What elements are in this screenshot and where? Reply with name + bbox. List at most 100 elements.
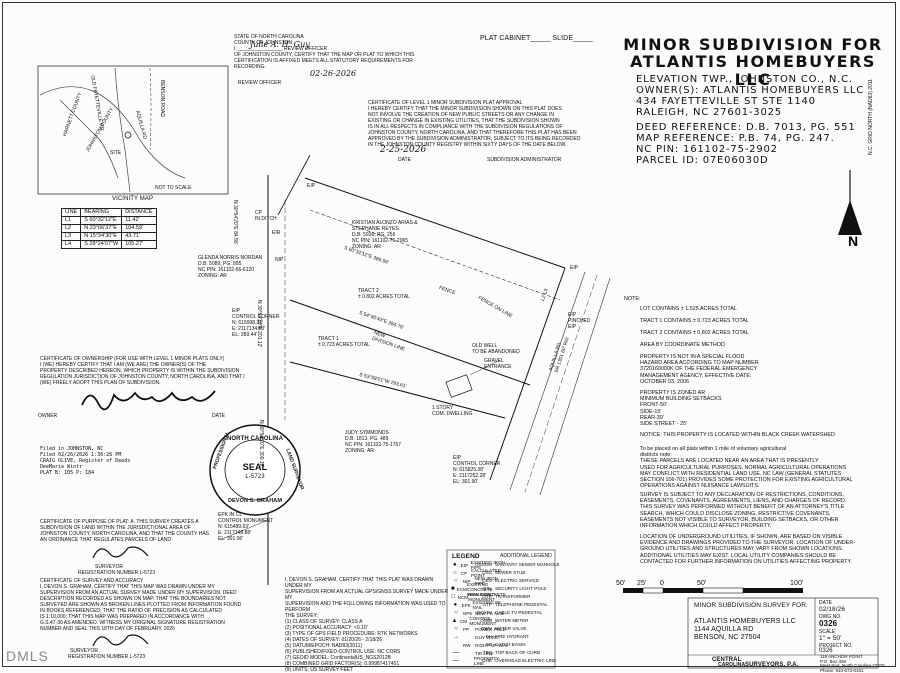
firm-name-line2: CAROLINA: [718, 662, 746, 668]
vicinity-map-frame: [37, 65, 229, 195]
plat-cabinet-label: PLAT CABINET_____ SLIDE_____: [480, 35, 594, 42]
seal-center-text: SEAL: [242, 462, 268, 472]
vicinity-road-name-5: BENSON ROAD: [159, 80, 165, 117]
note-zoning-setbacks: PROPERTY IS ZONED AR MINIMUM BUILDING SE…: [640, 390, 722, 428]
scale-bar: [623, 587, 803, 594]
tract2-label: TRACT 2 ± 0.802 ACRES TOTAL: [358, 288, 410, 300]
note-lot-area: LOT CONTAINS ± 1.525 ACRES TOTAL: [640, 306, 737, 312]
accuracy-cert-text: CERTIFICATE OF SURVEY AND ACCURACY I, DE…: [40, 578, 242, 632]
titleblock-date-label: DATE: [819, 600, 832, 606]
note-underground-utilities: LOCATION OF UNDERGROUND UTILITIES, IF SH…: [640, 534, 855, 565]
north-arrow: N: [838, 170, 862, 249]
accuracy-registration: REGISTRATION NUMBER L-5723: [68, 654, 146, 660]
surveyor-signature-1: [92, 546, 149, 559]
note-tract2-area: TRACT 2 CONTAINS ± 0.802 ACRES TOTAL: [640, 330, 749, 336]
control-corner-left: EIP CONTROL CORNER N: 615998.21' E: 2117…: [232, 308, 280, 338]
vicinity-county-line: [149, 67, 152, 151]
legend-item: —TIE LINE: [453, 649, 494, 656]
table-cell: N 23°06'37"E: [80, 224, 123, 233]
notes-label: NOTE:: [624, 296, 641, 302]
legend-item: →GUY WIRE: [453, 633, 499, 640]
dwelling-label: 1 STORY COM. DWELLING: [432, 405, 473, 417]
note-coordinate-method: AREA BY COORDINATE METHOD: [640, 342, 725, 348]
tie-line: [219, 519, 269, 541]
review-officer-label: REVIEW OFFICER: [238, 80, 282, 86]
gps-cert-text: I, DEVON S. GRAHAM, CERTIFY THAT THIS PL…: [285, 577, 449, 673]
titleblock-dwg-label: DWG NO.: [819, 614, 842, 620]
legend-item: —PROPERTY LINE: [452, 656, 500, 666]
table-cell: S 60°32'12"E: [80, 216, 123, 225]
new-division-line: [289, 299, 531, 386]
page-title-line1: MINOR SUBDIVISION FOR: [623, 35, 883, 54]
firm-name-line3: SURVEYORS, P.A.: [745, 662, 799, 668]
owner-signature-graphic: [81, 390, 216, 411]
owner-text: OWNER(S): ATLANTIS HOMEBUYERS LLC 434 FA…: [636, 85, 865, 118]
vicinity-not-to-scale: NOT TO SCALE: [155, 185, 192, 191]
road-centerline: [524, 274, 598, 493]
line-table-header-cell: LINE: [60, 208, 82, 217]
control-corner-right: EIP CONTROL CORNER N: 615825.38' E: 2117…: [453, 455, 501, 485]
road-frontage-line: [489, 267, 566, 481]
vicinity-road-3: [59, 99, 119, 179]
review-date: 02-26-2026: [310, 69, 357, 78]
scale-label-4: 50': [697, 580, 707, 587]
purpose-cert-text: CERTIFICATE OF PURPOSE OF PLAT: A. THIS …: [40, 519, 210, 543]
table-cell: 105.27': [121, 240, 157, 249]
table-cell: S 28°24'07"W: [80, 240, 123, 249]
vicinity-site-marker: [124, 131, 132, 139]
left-bearing-3: N 30°54'20"E 309.18': [258, 420, 264, 468]
tract1-label: TRACT 1 ± 0.723 ACRES TOTAL: [318, 336, 370, 348]
table-cell: 104.59': [121, 224, 157, 233]
cp-ditch-label: CP IN DITCH: [255, 210, 277, 222]
kristian-parcel-label: KRISTIAN ALONZO ARIAS & STEPHANIE REYES …: [352, 220, 418, 250]
line-table-header: LINE BEARING DISTANCE: [60, 208, 157, 217]
eir-label: EIR: [272, 230, 281, 236]
judy-parcel-label: JUDY SYMMONDS D.B. 1813, PG. 489 NC PIN:…: [345, 430, 402, 454]
driveway: [469, 359, 501, 376]
additional-legend-title: ADDITIONAL LEGEND: [500, 553, 552, 559]
seal-bottom-text: DEVON S. GRAHAM: [227, 498, 283, 504]
fence-line: [309, 209, 561, 301]
level1-cert-text: CERTIFICATE OF LEVEL 1 MINOR SUBDIVISION…: [368, 100, 581, 148]
north-arrow-label: N.C. GRID NORTH (NAD83) 2011: [868, 79, 874, 155]
tract2-north-line: [304, 177, 566, 269]
ownership-cert-text: CERTIFICATE OF OWNERSHIP (FOR USE WITH L…: [40, 356, 245, 386]
table-cell: 43.71': [121, 232, 157, 241]
line-table-header-cell: BEARING: [80, 208, 123, 217]
firm-address: 118 ANCHOR POINT P.O. Box 490 West End, …: [820, 654, 885, 673]
seal-number-text: L-5723: [245, 474, 265, 480]
table-cell: L3: [60, 232, 82, 241]
table-cell: L1: [60, 216, 82, 225]
legend-frame: [446, 549, 556, 669]
titleblock-frame: [687, 597, 879, 669]
filing-stamp: Filed in JOHNSTON, NC Filed 02/26/2026 1…: [40, 446, 131, 476]
table-cell: L2: [60, 224, 82, 233]
titleblock-client: ATLANTIS HOMEBUYERS LLC 1144 AQUILLA RD …: [694, 618, 796, 641]
note-agricultural: To be placed on all plats within 1 mile …: [640, 446, 853, 490]
titleblock-date: 02/18/26: [819, 606, 846, 613]
